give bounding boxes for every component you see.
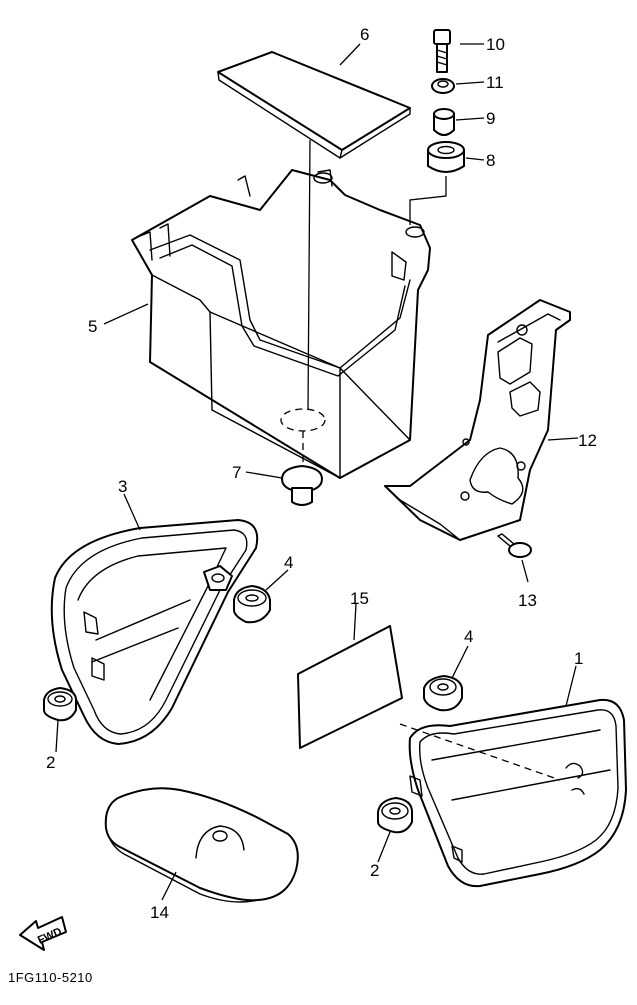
bracket-part bbox=[384, 299, 571, 541]
callout-9: 9 bbox=[486, 109, 495, 128]
callout-10: 10 bbox=[486, 35, 505, 54]
callout-4-left: 4 bbox=[284, 553, 293, 572]
grommet-part-2-left bbox=[43, 687, 77, 722]
callout-12: 12 bbox=[578, 431, 597, 450]
bolt-part bbox=[433, 29, 451, 73]
callout-7: 7 bbox=[232, 463, 241, 482]
screw-part bbox=[497, 533, 532, 558]
label-sheet-part bbox=[297, 625, 403, 749]
callout-14: 14 bbox=[150, 903, 169, 922]
fwd-arrow-icon: FWD bbox=[19, 916, 67, 951]
callout-2-left: 2 bbox=[46, 753, 55, 772]
grommet-part-4-right bbox=[423, 675, 463, 712]
callout-15: 15 bbox=[350, 589, 369, 608]
left-side-cover-part bbox=[50, 519, 259, 745]
grommet-part-2-right bbox=[377, 797, 413, 834]
callout-8: 8 bbox=[486, 151, 495, 170]
collar-part bbox=[433, 108, 455, 136]
diagram-code: 1FG110-5210 bbox=[8, 970, 93, 985]
right-side-cover-part bbox=[408, 698, 627, 888]
grommet-part-8 bbox=[427, 141, 465, 173]
leader-lines bbox=[55, 43, 579, 901]
battery-box-part bbox=[131, 169, 431, 479]
callout-4-right: 4 bbox=[464, 627, 473, 646]
tool-pouch-part bbox=[104, 787, 299, 903]
callout-numbers: 6 10 11 9 8 5 7 12 13 3 4 2 15 4 1 2 14 bbox=[46, 25, 597, 922]
callout-1: 1 bbox=[574, 649, 583, 668]
callout-3: 3 bbox=[118, 477, 127, 496]
grommet-part-4-left bbox=[233, 585, 271, 624]
callout-6: 6 bbox=[360, 25, 369, 44]
battery-pad-part bbox=[217, 51, 411, 159]
callout-2-right: 2 bbox=[370, 861, 379, 880]
cap-part bbox=[281, 465, 323, 506]
callout-13: 13 bbox=[518, 591, 537, 610]
callout-5: 5 bbox=[88, 317, 97, 336]
nut-part bbox=[431, 78, 455, 94]
callout-11: 11 bbox=[486, 73, 504, 92]
